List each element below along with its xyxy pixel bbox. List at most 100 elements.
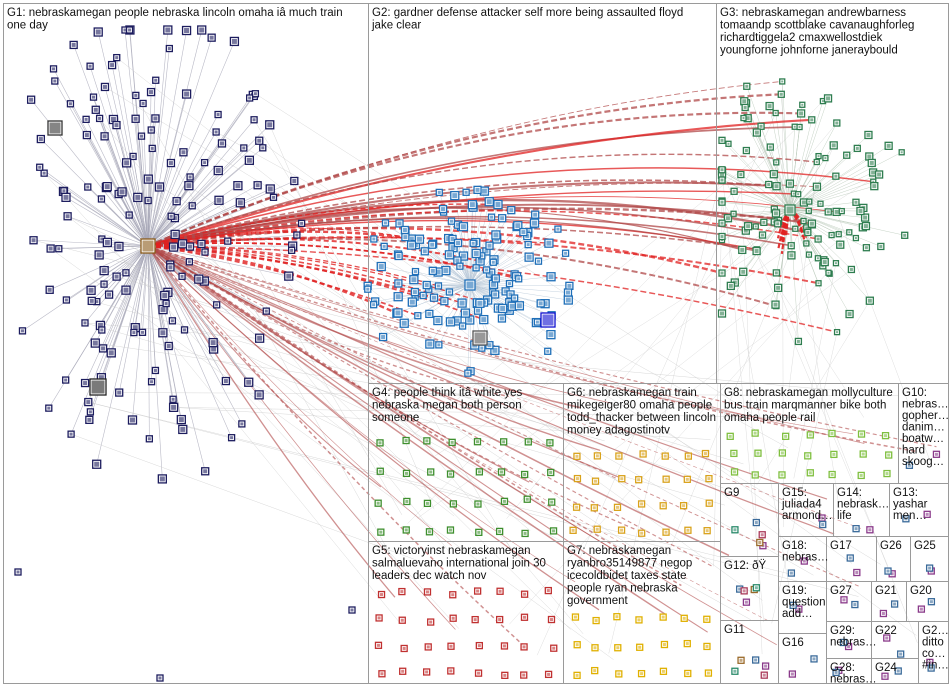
graph-node-fill [868, 528, 871, 531]
graph-node-fill [52, 67, 55, 70]
graph-node-fill [268, 186, 273, 191]
graph-node-fill [595, 619, 598, 622]
graph-node-fill [165, 28, 170, 33]
graph-node-fill [102, 268, 107, 273]
graph-node-fill [862, 453, 865, 456]
graph-node-fill [576, 674, 579, 677]
graph-node-fill [477, 531, 480, 534]
graph-node-fill [242, 146, 245, 149]
graph-node-fill [502, 440, 505, 443]
graph-node-fill [70, 433, 73, 436]
graph-node-fill [721, 179, 724, 182]
graph-node-fill [403, 235, 407, 239]
graph-node-fill [97, 252, 102, 257]
graph-node-fill [799, 111, 803, 115]
graph-node-fill [478, 470, 481, 473]
graph-node-fill [769, 146, 772, 149]
graph-node-fill [640, 502, 643, 505]
graph-node-fill [755, 586, 758, 589]
graph-node-fill [744, 106, 747, 109]
graph-node-fill [640, 672, 643, 675]
graph-node-fill [103, 134, 107, 138]
graph-edge [44, 173, 148, 246]
graph-node-fill [203, 469, 207, 473]
graph-node-fill [162, 293, 167, 298]
graph-node-fill [780, 93, 783, 96]
group-label-line: todd_thacker between lincoln [567, 412, 716, 424]
graph-node-fill [383, 245, 386, 248]
graph-node-fill [739, 173, 742, 176]
graph-node-fill [105, 184, 110, 189]
graph-node-fill [257, 392, 262, 397]
graph-node-fill [848, 312, 852, 316]
graph-node-fill [272, 196, 275, 199]
graph-node-fill [154, 369, 157, 372]
graph-node-fill [117, 391, 121, 395]
graph-node-fill [664, 455, 667, 458]
graph-node-fill [855, 571, 858, 574]
graph-node-fill [818, 155, 820, 157]
group-label-g14: G14:nebrask…life [837, 487, 889, 522]
graph-node-fill [134, 94, 137, 97]
graph-node-fill [224, 379, 228, 383]
group-label-line: G12: ðŸ [724, 560, 767, 572]
graph-node-fill [855, 527, 858, 530]
graph-node-fill [615, 615, 618, 618]
graph-node-fill [500, 216, 504, 220]
graph-node-fill [172, 398, 175, 401]
graph-node-fill [817, 257, 819, 259]
graph-node-fill [87, 418, 91, 422]
graph-node-fill [572, 529, 575, 532]
graph-node-fill [38, 166, 41, 169]
group-label-g4: G4: people think itâ white yesnebraska m… [372, 387, 522, 424]
graph-node-fill [638, 646, 641, 649]
graph-node-fill [203, 161, 206, 164]
graph-node-fill [576, 477, 579, 480]
graph-node-fill [755, 521, 758, 524]
group-label-line: G2: gardner defense attacker self more b… [372, 7, 683, 19]
graph-node-fill [467, 318, 472, 323]
graph-node-fill [66, 214, 70, 218]
graph-node-fill [758, 541, 761, 544]
graph-node-fill [887, 454, 890, 457]
graph-node-fill [686, 529, 689, 532]
graph-node-fill [708, 502, 711, 505]
graph-node-fill [100, 328, 103, 331]
graph-node-fill [253, 118, 256, 121]
graph-node-fill [517, 277, 520, 280]
graph-node-fill [292, 179, 296, 183]
graph-node-fill [772, 172, 776, 176]
graph-edge [470, 285, 569, 286]
graph-node-fill [170, 215, 173, 218]
graph-node-fill [215, 303, 218, 306]
graph-node-fill [834, 175, 837, 178]
group-label-line: G22 [875, 625, 897, 637]
group-label-g21: G21 [875, 585, 897, 597]
graph-node-fill [494, 276, 498, 280]
graph-node-fill [475, 333, 486, 344]
graph-node-fill [380, 593, 383, 596]
graph-node-fill [887, 144, 891, 148]
graph-node-fill [802, 200, 806, 204]
graph-node-fill [817, 238, 820, 241]
graph-node-fill [547, 589, 550, 592]
group-label-line: G24 [875, 662, 897, 674]
graph-node-fill [64, 379, 67, 382]
graph-node-fill [86, 400, 90, 404]
graph-node-fill [903, 234, 906, 237]
graph-node-fill [620, 477, 623, 480]
graph-node-fill [864, 224, 868, 228]
graph-node-fill [547, 673, 550, 676]
graph-node-fill [427, 312, 431, 316]
graph-node-fill [290, 249, 293, 252]
graph-node-fill [380, 672, 383, 675]
graph-node-fill [379, 531, 382, 534]
group-label-line: G27 [830, 585, 852, 597]
graph-node-fill [794, 126, 796, 128]
graph-node-fill [89, 288, 94, 293]
graph-node-fill [856, 147, 859, 150]
graph-node-fill [39, 137, 43, 141]
graph-node-fill [123, 288, 128, 293]
graph-node-fill [566, 291, 570, 295]
graph-node-fill [776, 222, 779, 225]
